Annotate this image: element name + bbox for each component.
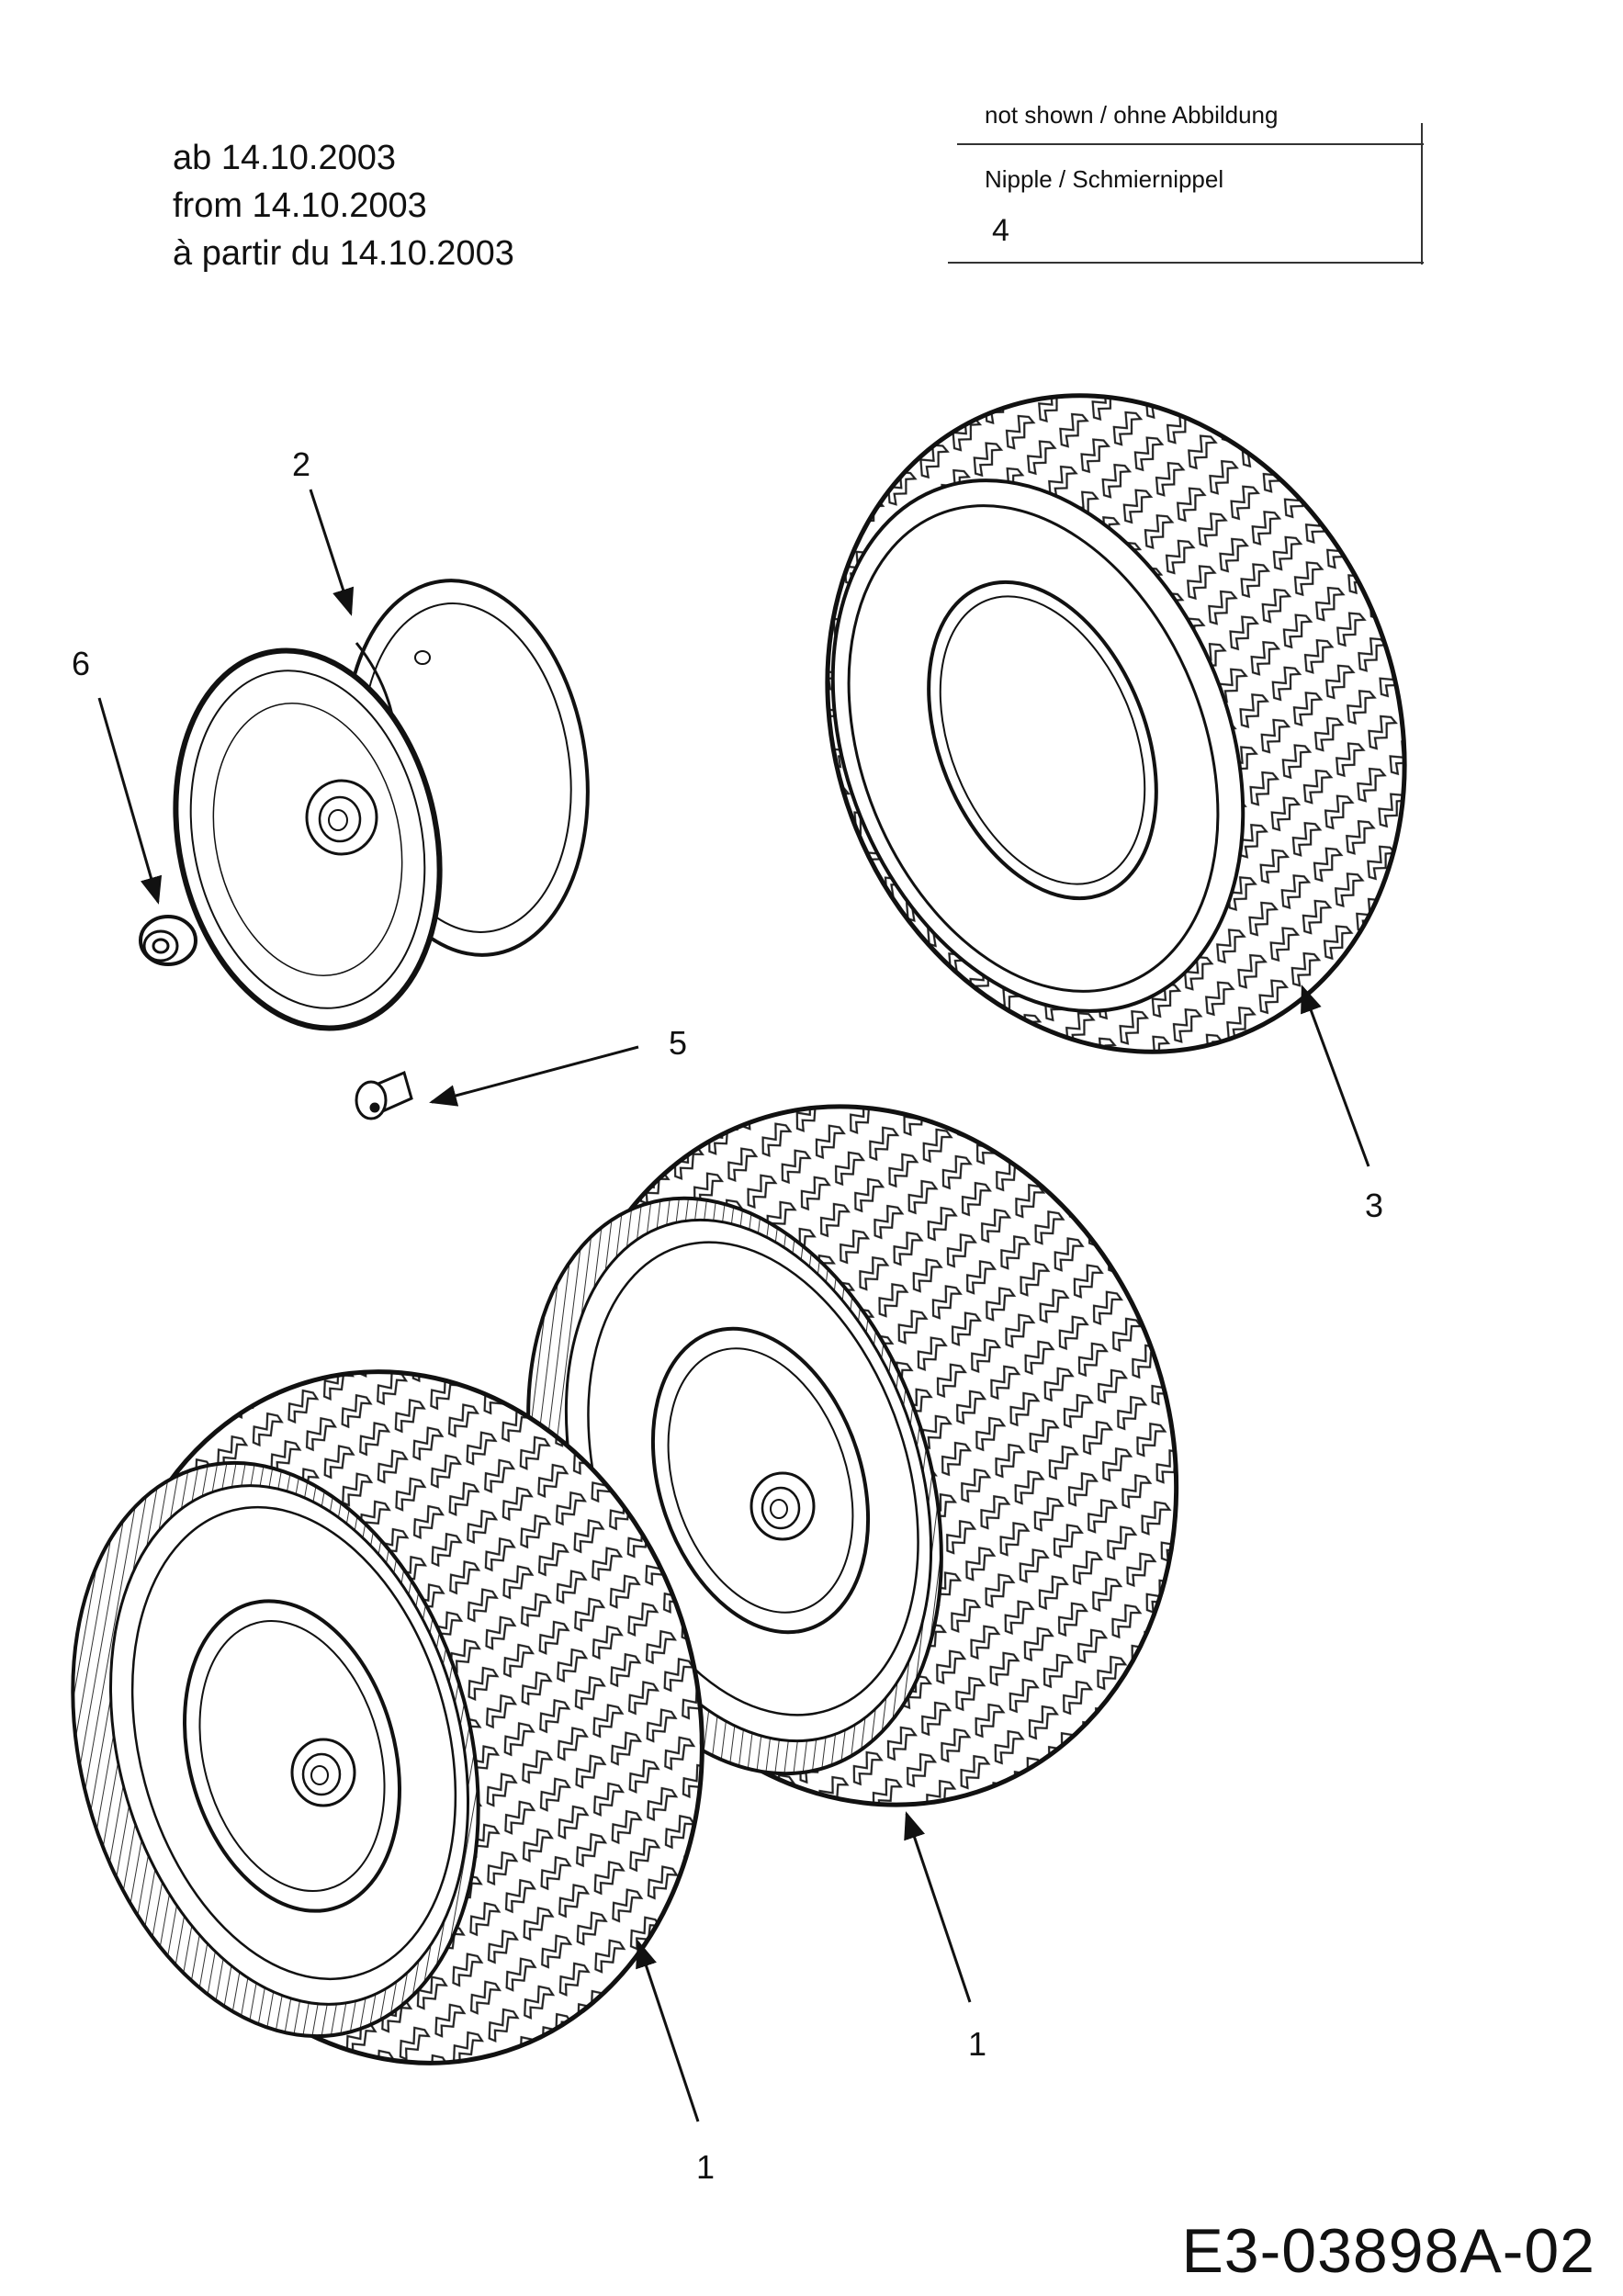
leader-wheel-rear bbox=[636, 1940, 700, 2122]
leader-valve bbox=[429, 1045, 639, 1107]
wheel-rear-part bbox=[71, 1369, 704, 2065]
callout-valve: 5 bbox=[669, 1024, 687, 1062]
validity-line-en: from 14.10.2003 bbox=[173, 186, 427, 225]
callout-wheel-rear: 1 bbox=[696, 2148, 715, 2186]
not-shown-box-frame bbox=[948, 123, 1424, 264]
rim-part bbox=[173, 579, 590, 1031]
leader-wheel-front bbox=[904, 1811, 972, 2003]
leader-tire bbox=[1301, 985, 1370, 1167]
tire-part bbox=[825, 393, 1407, 1054]
callout-wheel-front: 1 bbox=[968, 2025, 986, 2063]
leader-bushing bbox=[97, 697, 163, 905]
not-shown-item-number: 4 bbox=[992, 213, 1009, 248]
valve-part bbox=[355, 1070, 413, 1120]
validity-dates: ab 14.10.2003 from 14.10.2003 à partir d… bbox=[173, 134, 514, 277]
leader-lines bbox=[97, 489, 1370, 2122]
leader-rim bbox=[309, 489, 355, 616]
document-id: E3-03898A-02 bbox=[1181, 2216, 1595, 2286]
callout-tire: 3 bbox=[1365, 1187, 1383, 1224]
callout-rim: 2 bbox=[292, 445, 310, 483]
not-shown-item-label: Nipple / Schmiernippel bbox=[985, 165, 1224, 193]
validity-line-fr: à partir du 14.10.2003 bbox=[173, 234, 514, 273]
not-shown-parts-box: not shown / ohne Abbildung Nipple / Schm… bbox=[946, 92, 1424, 266]
callout-bushing: 6 bbox=[72, 645, 90, 682]
bushing-part bbox=[139, 915, 197, 966]
validity-line-de: ab 14.10.2003 bbox=[173, 139, 397, 177]
not-shown-header: not shown / ohne Abbildung bbox=[985, 101, 1279, 129]
